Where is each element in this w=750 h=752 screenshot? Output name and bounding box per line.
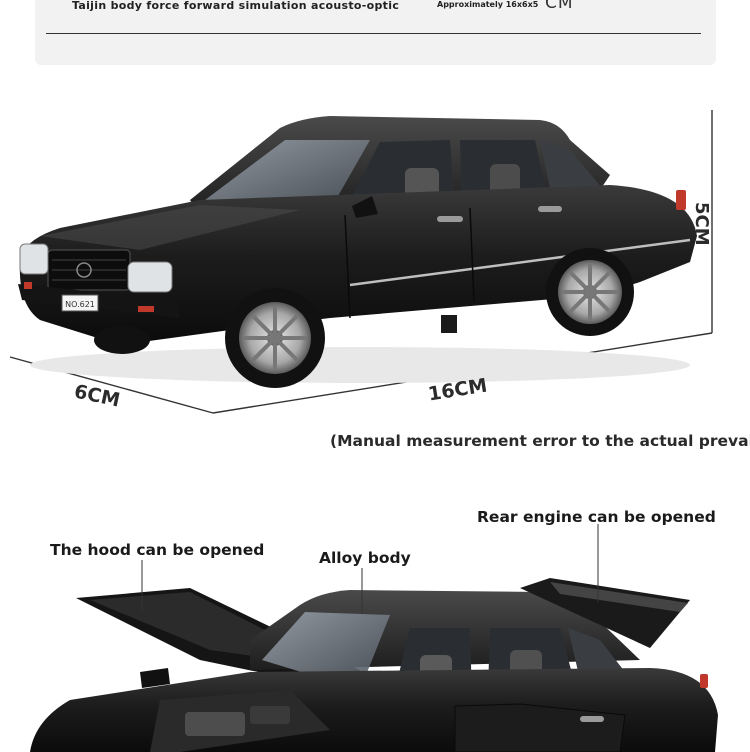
product-size-unit: CM (545, 0, 574, 13)
measurement-note: (Manual measurement error to the actual … (330, 432, 750, 450)
car-open-doors (30, 578, 718, 752)
license-plate: NO.621 (65, 300, 95, 309)
rear-wheel (546, 248, 634, 336)
product-size: Approximately 16x6x5 (437, 0, 539, 9)
callout-rear-engine: Rear engine can be opened (477, 508, 716, 526)
callout-leaders (141, 524, 599, 614)
callout-hood: The hood can be opened (50, 541, 265, 559)
product-name: Taijin body force forward simulation aco… (72, 0, 400, 12)
callout-alloy-body: Alloy body (319, 549, 411, 567)
spec-panel: Taijin body force forward simulation aco… (35, 0, 716, 65)
car-main: NO.621 (18, 116, 698, 388)
panel-divider (46, 33, 701, 34)
height-dimension-label: 5CM (691, 202, 712, 246)
front-wheel (225, 288, 325, 388)
